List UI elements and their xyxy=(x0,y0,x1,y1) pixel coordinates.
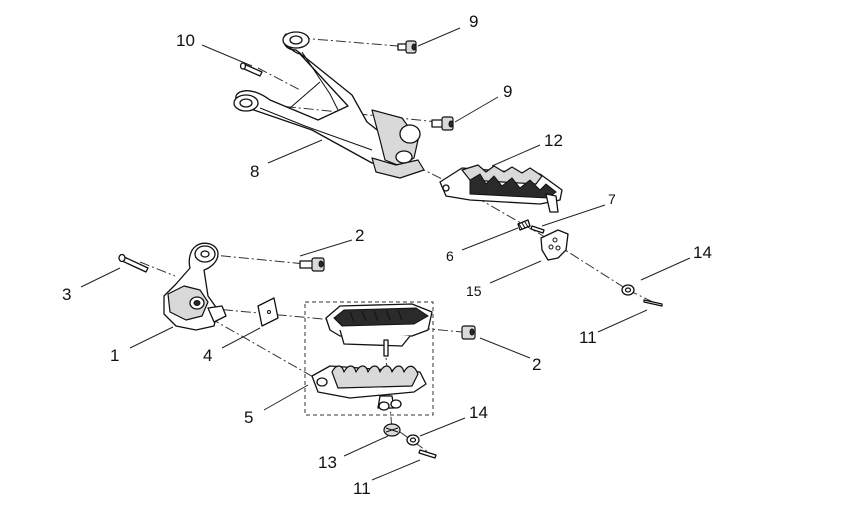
callout-13: 13 xyxy=(318,453,337,472)
plate-icon xyxy=(257,297,279,327)
washer-icon xyxy=(621,284,635,296)
hex-socket-bolt-icon xyxy=(431,116,454,131)
callout-8: 8 xyxy=(250,162,259,181)
callout-2-bottom: 2 xyxy=(532,355,541,374)
hex-socket-bolt-icon xyxy=(397,40,417,54)
callout-11-top: 11 xyxy=(579,328,597,347)
callout-5: 5 xyxy=(244,408,253,427)
callout-labels: 9 10 9 12 8 7 6 2 14 3 15 11 1 4 2 5 14 … xyxy=(62,12,712,498)
passenger-footpeg-icon xyxy=(311,365,427,411)
pivot-pin-icon xyxy=(239,62,263,77)
callout-14-bottom: 14 xyxy=(469,403,488,422)
callout-14-top: 14 xyxy=(693,243,712,262)
leader-lines xyxy=(80,27,691,481)
rider-footpeg-icon xyxy=(439,164,563,213)
front-footpeg-bracket-icon xyxy=(163,242,227,331)
callout-9-top: 9 xyxy=(469,12,478,31)
callout-7: 7 xyxy=(608,191,616,207)
rider-footpeg-icon xyxy=(325,303,433,357)
pivot-pin-icon xyxy=(118,253,149,273)
callout-4: 4 xyxy=(203,346,212,365)
return-spring-icon xyxy=(517,219,531,231)
callout-3: 3 xyxy=(62,285,71,304)
pivot-pin-icon xyxy=(530,225,545,234)
callout-12: 12 xyxy=(544,131,563,150)
washer-icon xyxy=(406,434,420,446)
callout-15: 15 xyxy=(466,283,482,299)
rear-footpeg-hanger-icon xyxy=(233,31,425,179)
callout-2-top: 2 xyxy=(355,226,364,245)
callout-1: 1 xyxy=(110,346,119,365)
callout-9-middle: 9 xyxy=(503,82,512,101)
cotter-pin-icon xyxy=(418,449,437,459)
cotter-pin-icon xyxy=(643,299,663,307)
return-spring-icon xyxy=(383,423,401,437)
footpeg-assembly-group-box xyxy=(304,301,434,416)
hex-socket-bolt-icon xyxy=(299,257,325,272)
plate-icon xyxy=(540,229,569,261)
callout-6: 6 xyxy=(446,248,454,264)
hex-socket-bolt-icon xyxy=(461,325,476,340)
callout-11-bottom: 11 xyxy=(353,479,371,498)
callout-10: 10 xyxy=(176,31,195,50)
